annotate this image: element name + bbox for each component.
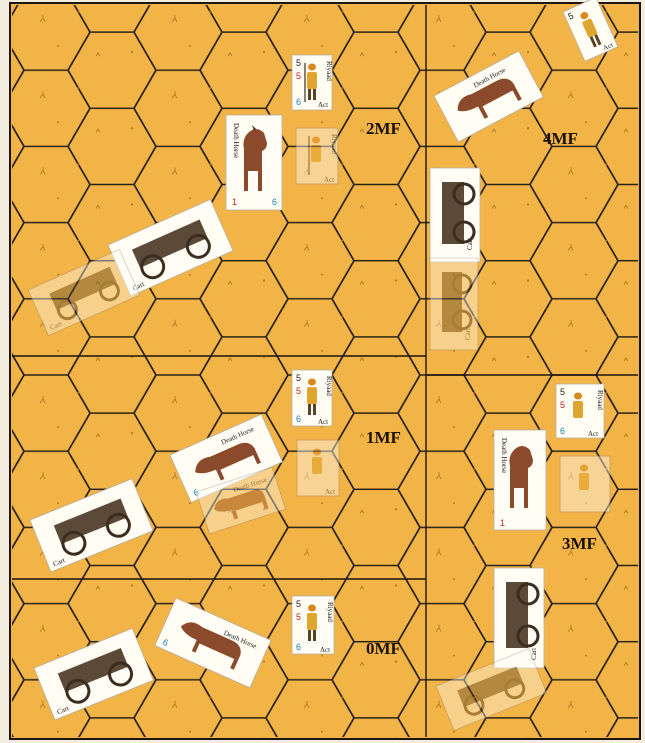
mf-label: 3MF bbox=[562, 534, 597, 553]
counter-name: Riyaad bbox=[596, 390, 604, 410]
counter-name: Death Horse bbox=[500, 438, 508, 473]
mf-label: 0MF bbox=[366, 639, 401, 658]
soldier-icon bbox=[312, 449, 322, 475]
counter-value: 6 bbox=[272, 197, 277, 207]
counter-side: Act bbox=[324, 176, 334, 184]
counter-value: 5 bbox=[560, 387, 565, 397]
counter-name: Death Horse bbox=[232, 123, 240, 158]
counter-value: 6 bbox=[296, 414, 301, 424]
mf-label: 4MF bbox=[543, 129, 578, 148]
rider-ghost-counter: Act bbox=[297, 440, 339, 496]
cart-ghost-counter: Cart bbox=[430, 258, 478, 350]
counter-value: 5 bbox=[296, 386, 301, 396]
counter-value: 1 bbox=[232, 197, 237, 207]
counter-side: Act bbox=[318, 101, 328, 109]
counter-value: 5 bbox=[296, 71, 301, 81]
horse-counter[interactable]: Death Horse 1 bbox=[494, 430, 546, 530]
counter-value: 6 bbox=[296, 642, 301, 652]
horse-counter[interactable]: Death Horse 1 6 bbox=[226, 115, 282, 210]
counter-value: 5 bbox=[296, 373, 301, 383]
rider-ghost-counter bbox=[560, 456, 610, 512]
counter-side: Act bbox=[320, 646, 330, 654]
cart-counter[interactable]: Cart bbox=[430, 168, 480, 262]
counter-name: Riyaad bbox=[326, 602, 334, 622]
rider-counter[interactable]: 5 5 6 Act Riyaad bbox=[292, 370, 333, 426]
soldier-icon bbox=[573, 393, 583, 419]
counter-value: 5 bbox=[560, 400, 565, 410]
counter-value: 5 bbox=[296, 58, 301, 68]
mf-label: 2MF bbox=[366, 119, 401, 138]
counter-name: Riyaad bbox=[330, 134, 338, 154]
rider-ghost-counter: Act Riyaad bbox=[296, 128, 338, 184]
counter-value: 5 bbox=[296, 599, 301, 609]
counter-side: Act bbox=[588, 430, 598, 438]
counter-value: 5 bbox=[296, 612, 301, 622]
counter-name: Riyaad bbox=[325, 61, 333, 81]
counter-side: Act bbox=[318, 418, 328, 426]
rider-counter[interactable]: 5 5 6 Act Riyaad bbox=[292, 596, 334, 654]
counter-value: 6 bbox=[560, 426, 565, 436]
rider-counter[interactable]: 5 5 6 Act Riyaad bbox=[556, 384, 604, 438]
rider-counter[interactable]: 5 5 6 Act Riyaad bbox=[292, 55, 333, 110]
counter-value: 1 bbox=[500, 518, 505, 528]
counter-side: Act bbox=[325, 488, 335, 496]
soldier-icon bbox=[579, 465, 589, 491]
counter-value: 6 bbox=[296, 97, 301, 107]
counter-name: Riyaad bbox=[325, 376, 333, 396]
mf-label: 1MF bbox=[366, 428, 401, 447]
